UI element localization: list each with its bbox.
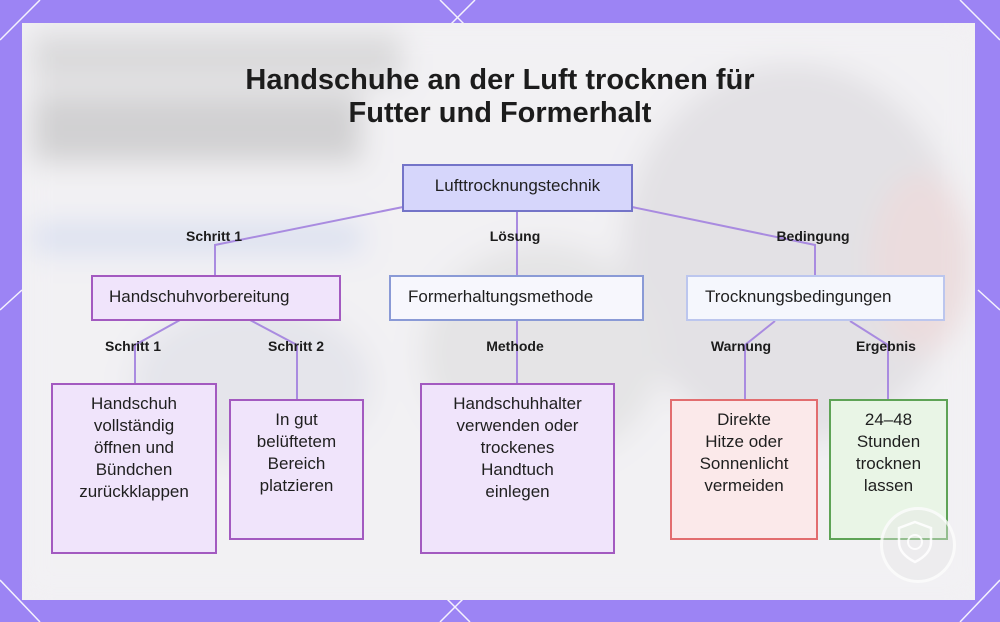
root-node-label: Lufttrocknungstechnik [435, 176, 600, 195]
node-trocknungsbedingungen: Trocknungsbedingungen [686, 275, 945, 321]
node-formerhaltungsmethode: Formerhaltungsmethode [389, 275, 644, 321]
connector-prep-leaf2 [250, 320, 297, 400]
edge-label-bedingung: Bedingung [776, 228, 849, 244]
root-node: Lufttrocknungstechnik [402, 164, 633, 212]
leaf-open-glove-text: Handschuh vollständig öffnen und Bündche… [53, 393, 215, 503]
leaf-avoid-heat-text: Direkte Hitze oder Sonnenlicht vermeiden [672, 409, 816, 497]
connector-cond-leaf5 [850, 321, 888, 400]
connector-root-prep [215, 207, 403, 276]
edge-label-schritt-1: Schritt 1 [186, 228, 242, 244]
edge-label-leaf-schritt-2: Schritt 2 [268, 338, 324, 354]
node-handschuhvorbereitung-label: Handschuhvorbereitung [109, 287, 290, 306]
node-trocknungsbedingungen-label: Trocknungsbedingungen [705, 287, 892, 306]
leaf-glove-holder: Handschuhhalter verwenden oder trockenes… [420, 383, 615, 554]
shield-glyph-icon [883, 510, 947, 574]
edge-label-loesung: Lösung [490, 228, 541, 244]
edge-label-ergebnis: Ergebnis [856, 338, 916, 354]
leaf-ventilated-area-text: In gut belüftetem Bereich platzieren [231, 409, 362, 497]
node-formerhaltungsmethode-label: Formerhaltungsmethode [408, 287, 593, 306]
edge-label-warnung: Warnung [711, 338, 771, 354]
node-handschuhvorbereitung: Handschuhvorbereitung [91, 275, 341, 321]
shield-badge-icon [880, 507, 956, 583]
edge-label-leaf-schritt-1: Schritt 1 [105, 338, 161, 354]
connector-cond-leaf4 [745, 321, 775, 400]
leaf-avoid-heat: Direkte Hitze oder Sonnenlicht vermeiden [670, 399, 818, 540]
leaf-ventilated-area: In gut belüftetem Bereich platzieren [229, 399, 364, 540]
leaf-open-glove: Handschuh vollständig öffnen und Bündche… [51, 383, 217, 554]
leaf-drying-time-text: 24–48 Stunden trocknen lassen [831, 409, 946, 497]
leaf-glove-holder-text: Handschuhhalter verwenden oder trockenes… [422, 393, 613, 503]
edge-label-methode: Methode [486, 338, 544, 354]
